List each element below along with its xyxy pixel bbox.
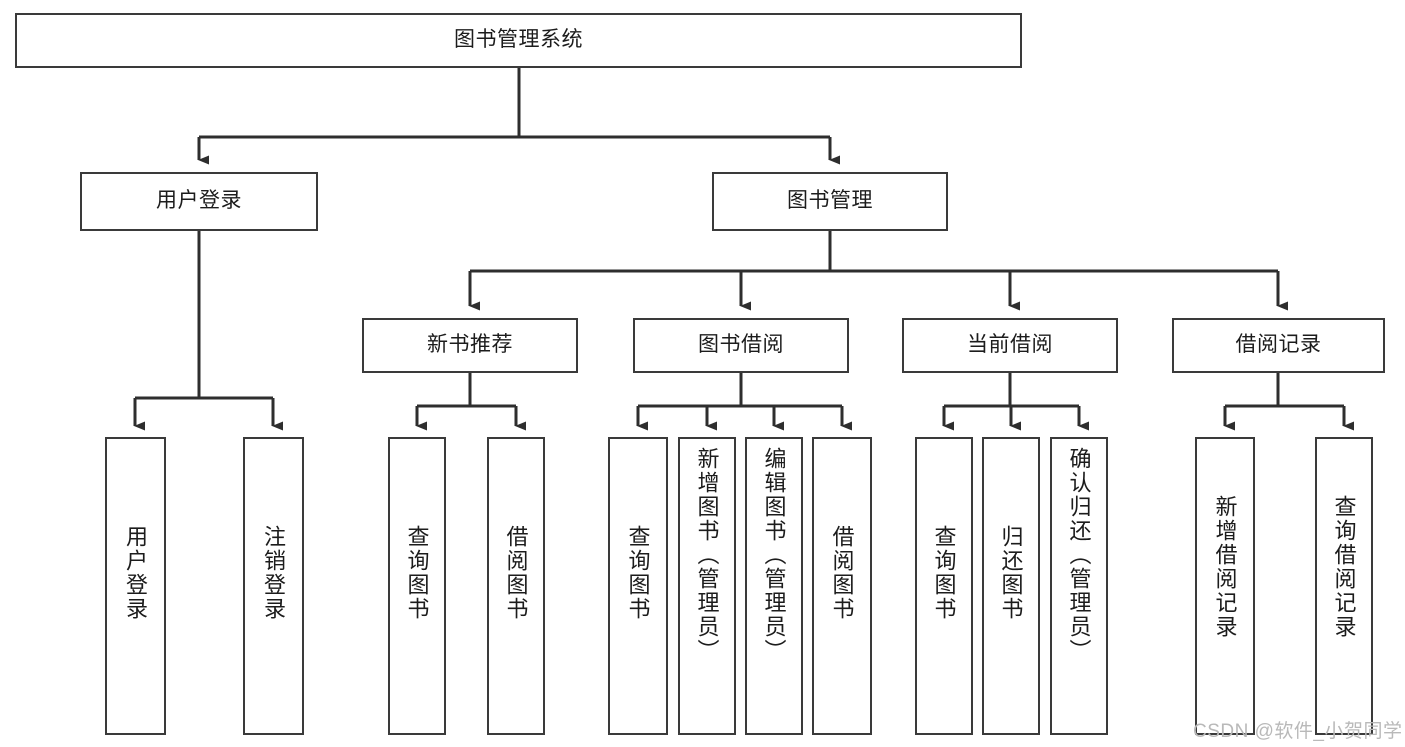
leaf-borrow-books-recommend[interactable]: 借阅图书 bbox=[487, 437, 545, 735]
leaf-edit-book-admin-label: 编辑图书（管理员） bbox=[761, 447, 787, 663]
leaf-confirm-return-admin-label: 确认归还（管理员） bbox=[1066, 447, 1092, 663]
leaf-borrow-books-recommend-label: 借阅图书 bbox=[503, 525, 529, 621]
node-root[interactable]: 图书管理系统 bbox=[15, 13, 1022, 68]
leaf-query-books-current-label: 查询图书 bbox=[931, 525, 957, 621]
leaf-confirm-return-admin[interactable]: 确认归还（管理员） bbox=[1050, 437, 1108, 735]
node-user-login-label: 用户登录 bbox=[156, 189, 242, 213]
leaf-user-login[interactable]: 用户登录 bbox=[105, 437, 166, 735]
leaf-logout[interactable]: 注销登录 bbox=[243, 437, 304, 735]
leaf-return-books[interactable]: 归还图书 bbox=[982, 437, 1040, 735]
node-new-book-recommend[interactable]: 新书推荐 bbox=[362, 318, 578, 373]
leaf-edit-book-admin[interactable]: 编辑图书（管理员） bbox=[745, 437, 803, 735]
leaf-user-login-label: 用户登录 bbox=[123, 525, 149, 621]
leaf-add-borrow-record-label: 新增借阅记录 bbox=[1212, 495, 1238, 639]
node-book-borrow[interactable]: 图书借阅 bbox=[633, 318, 849, 373]
node-user-login[interactable]: 用户登录 bbox=[80, 172, 318, 231]
node-book-management-label: 图书管理 bbox=[787, 189, 873, 213]
node-book-management[interactable]: 图书管理 bbox=[712, 172, 948, 231]
node-borrow-record[interactable]: 借阅记录 bbox=[1172, 318, 1385, 373]
leaf-borrow-books-label: 借阅图书 bbox=[829, 525, 855, 621]
node-book-borrow-label: 图书借阅 bbox=[698, 333, 784, 357]
leaf-query-books-current[interactable]: 查询图书 bbox=[915, 437, 973, 735]
node-new-book-recommend-label: 新书推荐 bbox=[427, 333, 513, 357]
leaf-query-books-recommend-label: 查询图书 bbox=[404, 525, 430, 621]
leaf-return-books-label: 归还图书 bbox=[998, 525, 1024, 621]
leaf-add-borrow-record[interactable]: 新增借阅记录 bbox=[1195, 437, 1255, 735]
leaf-logout-label: 注销登录 bbox=[261, 525, 287, 621]
leaf-query-books-borrow-label: 查询图书 bbox=[625, 525, 651, 621]
leaf-query-books-recommend[interactable]: 查询图书 bbox=[388, 437, 446, 735]
node-current-borrow-label: 当前借阅 bbox=[967, 333, 1053, 357]
watermark: CSDN @软件_小贺同学 bbox=[1193, 721, 1403, 742]
node-borrow-record-label: 借阅记录 bbox=[1235, 333, 1322, 357]
leaf-add-book-admin[interactable]: 新增图书（管理员） bbox=[678, 437, 736, 735]
node-current-borrow[interactable]: 当前借阅 bbox=[902, 318, 1118, 373]
leaf-query-books-borrow[interactable]: 查询图书 bbox=[608, 437, 668, 735]
leaf-add-book-admin-label: 新增图书（管理员） bbox=[694, 447, 720, 663]
leaf-borrow-books[interactable]: 借阅图书 bbox=[812, 437, 872, 735]
leaf-query-borrow-record-label: 查询借阅记录 bbox=[1331, 495, 1357, 639]
leaf-query-borrow-record[interactable]: 查询借阅记录 bbox=[1315, 437, 1373, 735]
node-root-label: 图书管理系统 bbox=[454, 28, 583, 52]
